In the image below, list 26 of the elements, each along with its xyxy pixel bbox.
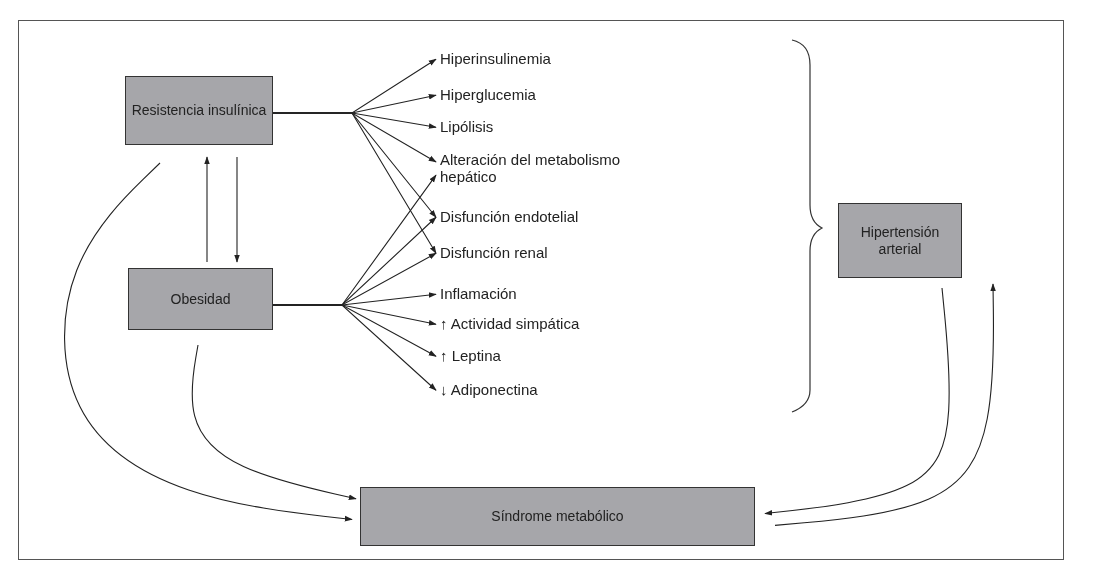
effect-label: ↓ Adiponectina [440, 382, 538, 399]
box-label: Síndrome metabólico [491, 508, 624, 525]
box-label: Resistencia insulínica [131, 102, 267, 119]
box-label: Hipertensión arterial [859, 223, 941, 258]
box-label: Obesidad [170, 290, 231, 308]
effect-label: Disfunción renal [440, 245, 548, 262]
effect-label: Alteración del metabolismo hepático [440, 152, 622, 185]
arrow [204, 156, 210, 263]
arrow [774, 283, 996, 526]
effect-label: Hiperinsulinemia [440, 51, 551, 68]
process-box [125, 76, 273, 145]
effect-label: Inflamación [440, 286, 517, 303]
arrow [191, 344, 357, 500]
process-box [128, 268, 273, 330]
effect-label: Disfunción endotelial [440, 209, 579, 226]
effect-label: Hiperglucemia [440, 87, 536, 104]
effect-label: Lipólisis [440, 119, 494, 136]
process-box [360, 487, 755, 546]
arrow [272, 112, 437, 254]
arrow [764, 287, 950, 516]
effect-label: ↑ Leptina [440, 348, 501, 365]
arrow [234, 156, 240, 263]
arrow [272, 304, 437, 391]
arrow [64, 162, 353, 522]
effect-label: ↑ Actividad simpática [440, 316, 580, 333]
process-box [838, 203, 962, 278]
